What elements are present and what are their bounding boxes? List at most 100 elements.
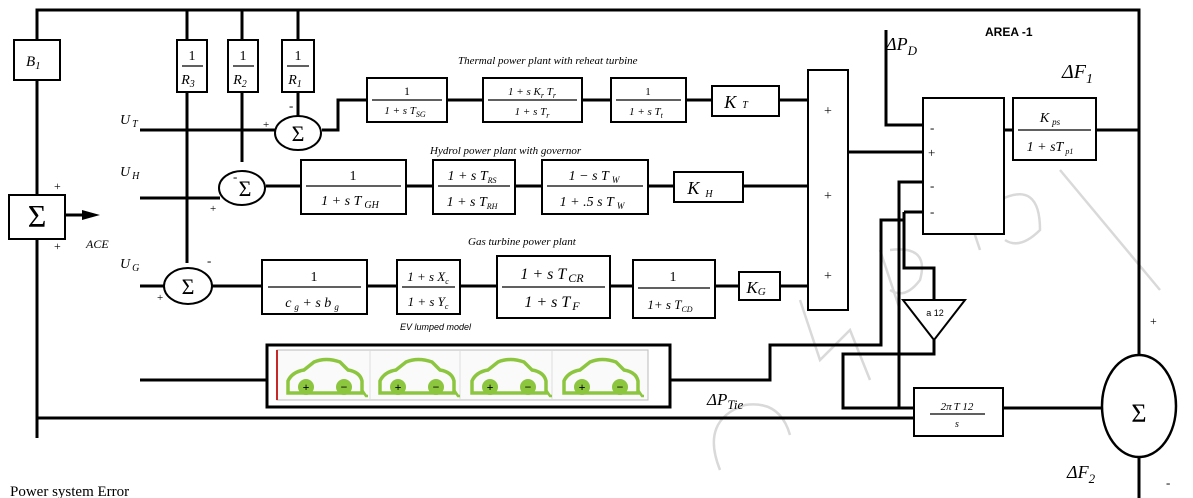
dpd-label: ΔPD [885,34,918,58]
ev-car-icon: +− [470,357,552,398]
svg-text:R1: R1 [287,73,302,90]
droop-r1-block: 1 R1 [281,39,315,93]
svg-text:1 + s Tr: 1 + s Tr [515,106,551,120]
ev-caption: EV lumped model [400,322,472,332]
valve-xc-block: 1 + s Xc 1 + s Yc [396,259,461,315]
ace-label: ACE [85,237,109,251]
reheat-block: 1 + s Kr Tr 1 + s Tr [482,77,583,123]
footer-text: Power system Error [10,484,129,498]
svg-text:1 + s TGH: 1 + s TGH [321,194,379,211]
svg-text:−: − [617,380,624,394]
svg-text:+: + [395,380,402,394]
svg-text:1: 1 [295,49,302,64]
gas-caption: Gas turbine power plant [468,236,577,248]
svg-text:1: 1 [311,270,318,285]
svg-text:1: 1 [645,86,651,98]
ev-lumped-model-block: +−+−+−+− [265,343,672,409]
svg-text:Σ: Σ [1131,399,1146,428]
svg-text:KH: KH [686,178,713,200]
generation-sum-block: + + + [807,69,849,311]
svg-text:B1: B1 [26,54,41,72]
svg-text:R3: R3 [180,73,195,90]
ev-car-icon: +− [378,357,460,398]
turbine-tt-block: 1 1 + s Tt [610,77,687,123]
compressor-tcd-block: 1 1+ s TCD [632,259,716,319]
svg-text:-: - [1166,475,1170,490]
svg-text:-: - [930,204,934,219]
svg-text:1 + s TCR: 1 + s TCR [520,266,584,285]
svg-text:-: - [930,178,934,193]
df1-label: ΔF1 [1061,61,1093,87]
svg-text:Σ: Σ [28,198,47,234]
svg-text:+: + [824,269,832,284]
svg-text:+: + [928,145,935,160]
svg-text:1: 1 [240,49,247,64]
svg-text:-: - [289,98,293,113]
svg-text:KG: KG [745,278,765,298]
svg-text:KT: KT [723,92,749,112]
svg-text:+: + [579,380,586,394]
svg-text:1+ s TCD: 1+ s TCD [647,297,692,314]
svg-text:1 + s Yc: 1 + s Yc [408,294,449,311]
svg-text:+: + [1150,314,1157,328]
thermal-caption: Thermal power plant with reheat turbine [458,55,638,67]
svg-text:Kps: Kps [1039,111,1061,127]
svg-text:+: + [303,380,310,394]
svg-text:1 + s TSG: 1 + s TSG [384,105,426,119]
df2-label: ΔF2 [1066,462,1096,486]
svg-text:Σ: Σ [182,274,195,299]
svg-text:+: + [487,380,494,394]
svg-text:+: + [210,203,216,215]
ev-car-icon: +− [286,357,368,398]
droop-r2-block: 1 R2 [227,39,259,93]
svg-text:-: - [930,120,934,135]
signal-lines [35,8,1141,498]
governor-tsg-block: 1 1 + s TSG [366,77,448,123]
dptie-label: ΔPTie [706,390,743,412]
svg-text:1 + s Xc: 1 + s Xc [407,269,449,286]
svg-text:+: + [54,239,61,253]
gas-sum: Σ + - [157,253,213,305]
svg-text:1 + s TRS: 1 + s TRS [447,169,496,185]
svg-text:a 12: a 12 [926,308,944,318]
svg-text:1 + s TF: 1 + s TF [524,294,580,313]
svg-text:1 − s TW: 1 − s TW [569,169,621,185]
svg-text:1: 1 [404,84,410,98]
ace-arrow [82,210,100,220]
svg-text:Σ: Σ [292,121,305,146]
svg-text:+: + [157,292,163,304]
ev-car-icon: +− [562,357,644,398]
hydro-trs-block: 1 + s TRS 1 + s TRH [432,159,516,215]
svg-text:1: 1 [350,169,357,184]
droop-r3-block: 1 R3 [176,39,208,93]
thermal-sum: Σ + - [263,98,322,151]
svg-text:cg + s bg: cg + s bg [285,296,339,312]
svg-text:-: - [207,253,211,268]
svg-text:1 + s TRH: 1 + s TRH [447,195,499,211]
ace-summing-block: Σ + + ACE [8,179,109,253]
svg-text:+: + [263,119,269,131]
svg-text:−: − [525,380,532,394]
tie-line-sum: Σ + - [1100,314,1178,490]
svg-text:1 + s Kr Tr: 1 + s Kr Tr [508,86,557,100]
svg-text:+: + [824,189,832,204]
svg-text:1: 1 [189,49,196,64]
svg-text:-: - [233,169,237,184]
gain-kg-block: KG [738,271,781,301]
svg-text:+: + [54,179,61,193]
svg-text:1 + .5 s TW: 1 + .5 s TW [560,195,626,211]
svg-text:s: s [955,419,959,430]
svg-text:1: 1 [670,270,677,285]
